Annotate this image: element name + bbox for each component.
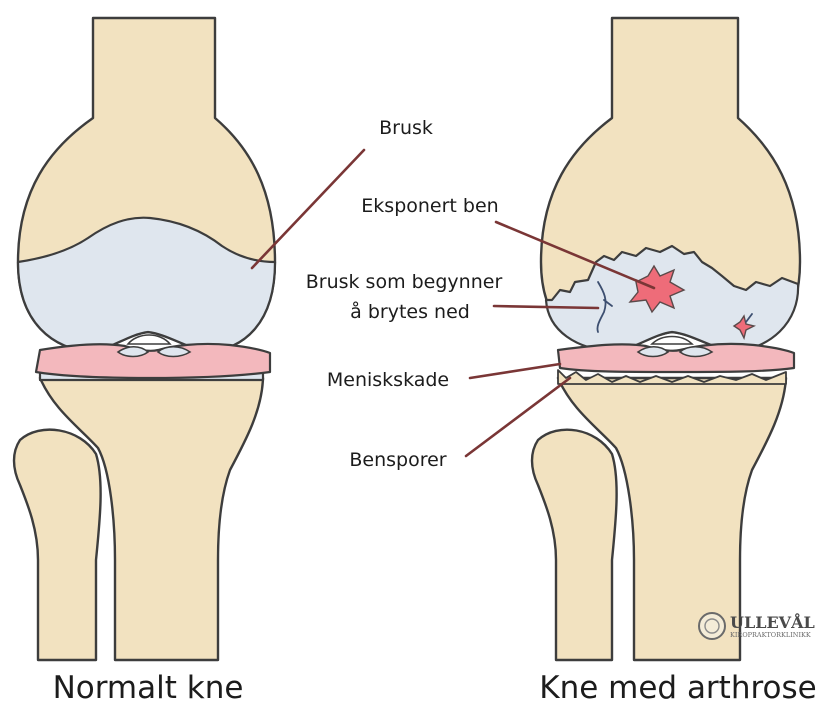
caption-normal-knee: Normalt kne — [53, 670, 244, 706]
normal-knee — [14, 18, 275, 660]
label-meniscus-damage: Meniskskade — [327, 369, 449, 391]
leader-meniscus-damage — [470, 364, 560, 378]
caption-arthritic-knee: Kne med arthrose — [539, 670, 817, 706]
normal-meniscus — [36, 344, 270, 378]
normal-fibula — [14, 430, 101, 660]
logo-emblem-icon — [699, 613, 725, 639]
arthritic-fibula — [532, 430, 617, 660]
arthritic-meniscus — [558, 344, 794, 372]
logo-name: ULLEVÅL — [730, 611, 815, 632]
arthritic-knee — [532, 18, 800, 660]
label-bone-spurs: Bensporer — [349, 449, 446, 471]
ullevaal-logo: ULLEVÅL KIROPRAKTORKLINIKK — [699, 611, 815, 639]
logo-subtitle: KIROPRAKTORKLINIKK — [730, 631, 811, 639]
label-exposed-bone: Eksponert ben — [361, 195, 498, 217]
label-cartilage: Brusk — [379, 117, 433, 139]
label-cartilage-breakdown-line2: å brytes ned — [350, 300, 470, 323]
label-cartilage-breakdown-line1: Brusk som begynner — [306, 271, 503, 293]
